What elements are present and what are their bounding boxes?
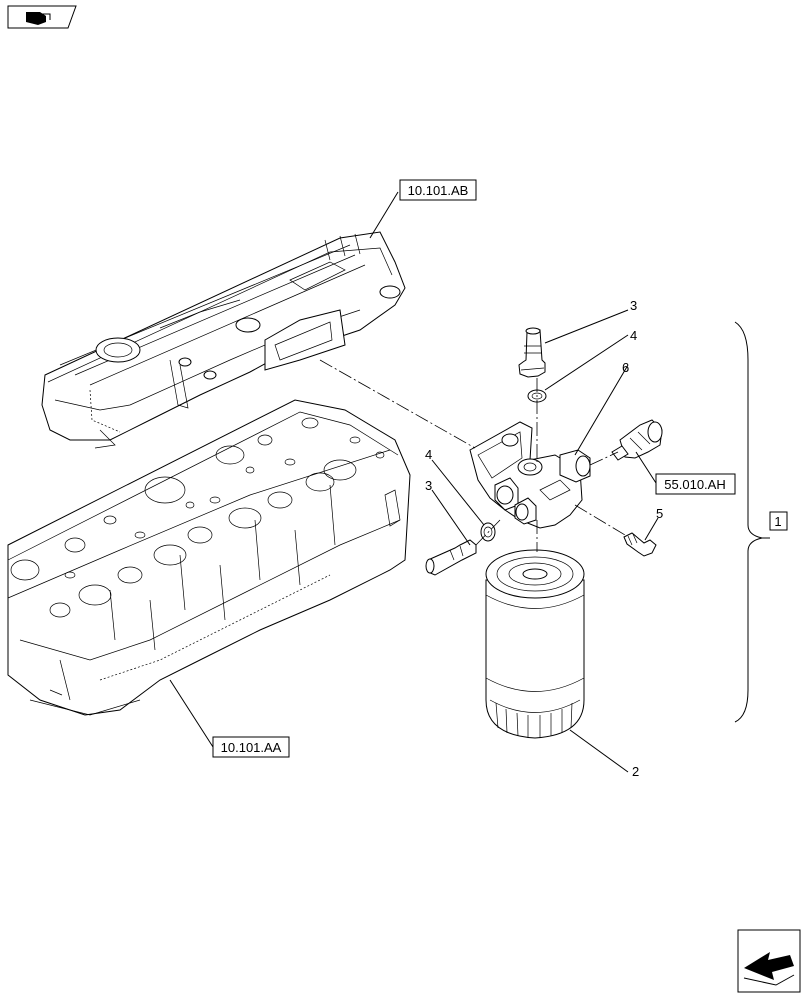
filter-head <box>469 421 591 529</box>
svg-text:10.101.AA: 10.101.AA <box>221 740 282 755</box>
callout-bolt: 5 <box>656 506 663 521</box>
svg-text:1: 1 <box>774 514 781 529</box>
book-navigation-icon[interactable] <box>7 5 77 29</box>
fitting-top <box>518 327 546 378</box>
reference-valve-cover[interactable]: 10.101.AB <box>399 179 477 201</box>
reference-sensor[interactable]: 55.010.AH <box>655 473 736 495</box>
valve-cover <box>41 231 406 449</box>
callout-fitting-left: 3 <box>425 478 432 493</box>
sensor <box>611 419 663 461</box>
reference-assembly[interactable]: 1 <box>769 511 788 531</box>
reference-cylinder-head[interactable]: 10.101.AA <box>212 736 290 758</box>
filter-cartridge <box>485 549 585 739</box>
leader-lines <box>169 191 770 773</box>
bolt <box>623 532 657 557</box>
svg-text:55.010.AH: 55.010.AH <box>664 477 725 492</box>
fitting-left <box>425 539 477 576</box>
callout-fitting-top: 3 <box>630 298 637 313</box>
next-page-arrow-icon[interactable] <box>737 929 801 993</box>
callout-filter-head: 6 <box>622 360 629 375</box>
callout-washer-top: 4 <box>630 328 637 343</box>
cylinder-head <box>7 399 411 716</box>
callout-filter-cartridge: 2 <box>632 764 639 779</box>
center-lines <box>319 359 626 552</box>
callout-washer-left: 4 <box>425 447 432 462</box>
svg-text:10.101.AB: 10.101.AB <box>408 183 469 198</box>
